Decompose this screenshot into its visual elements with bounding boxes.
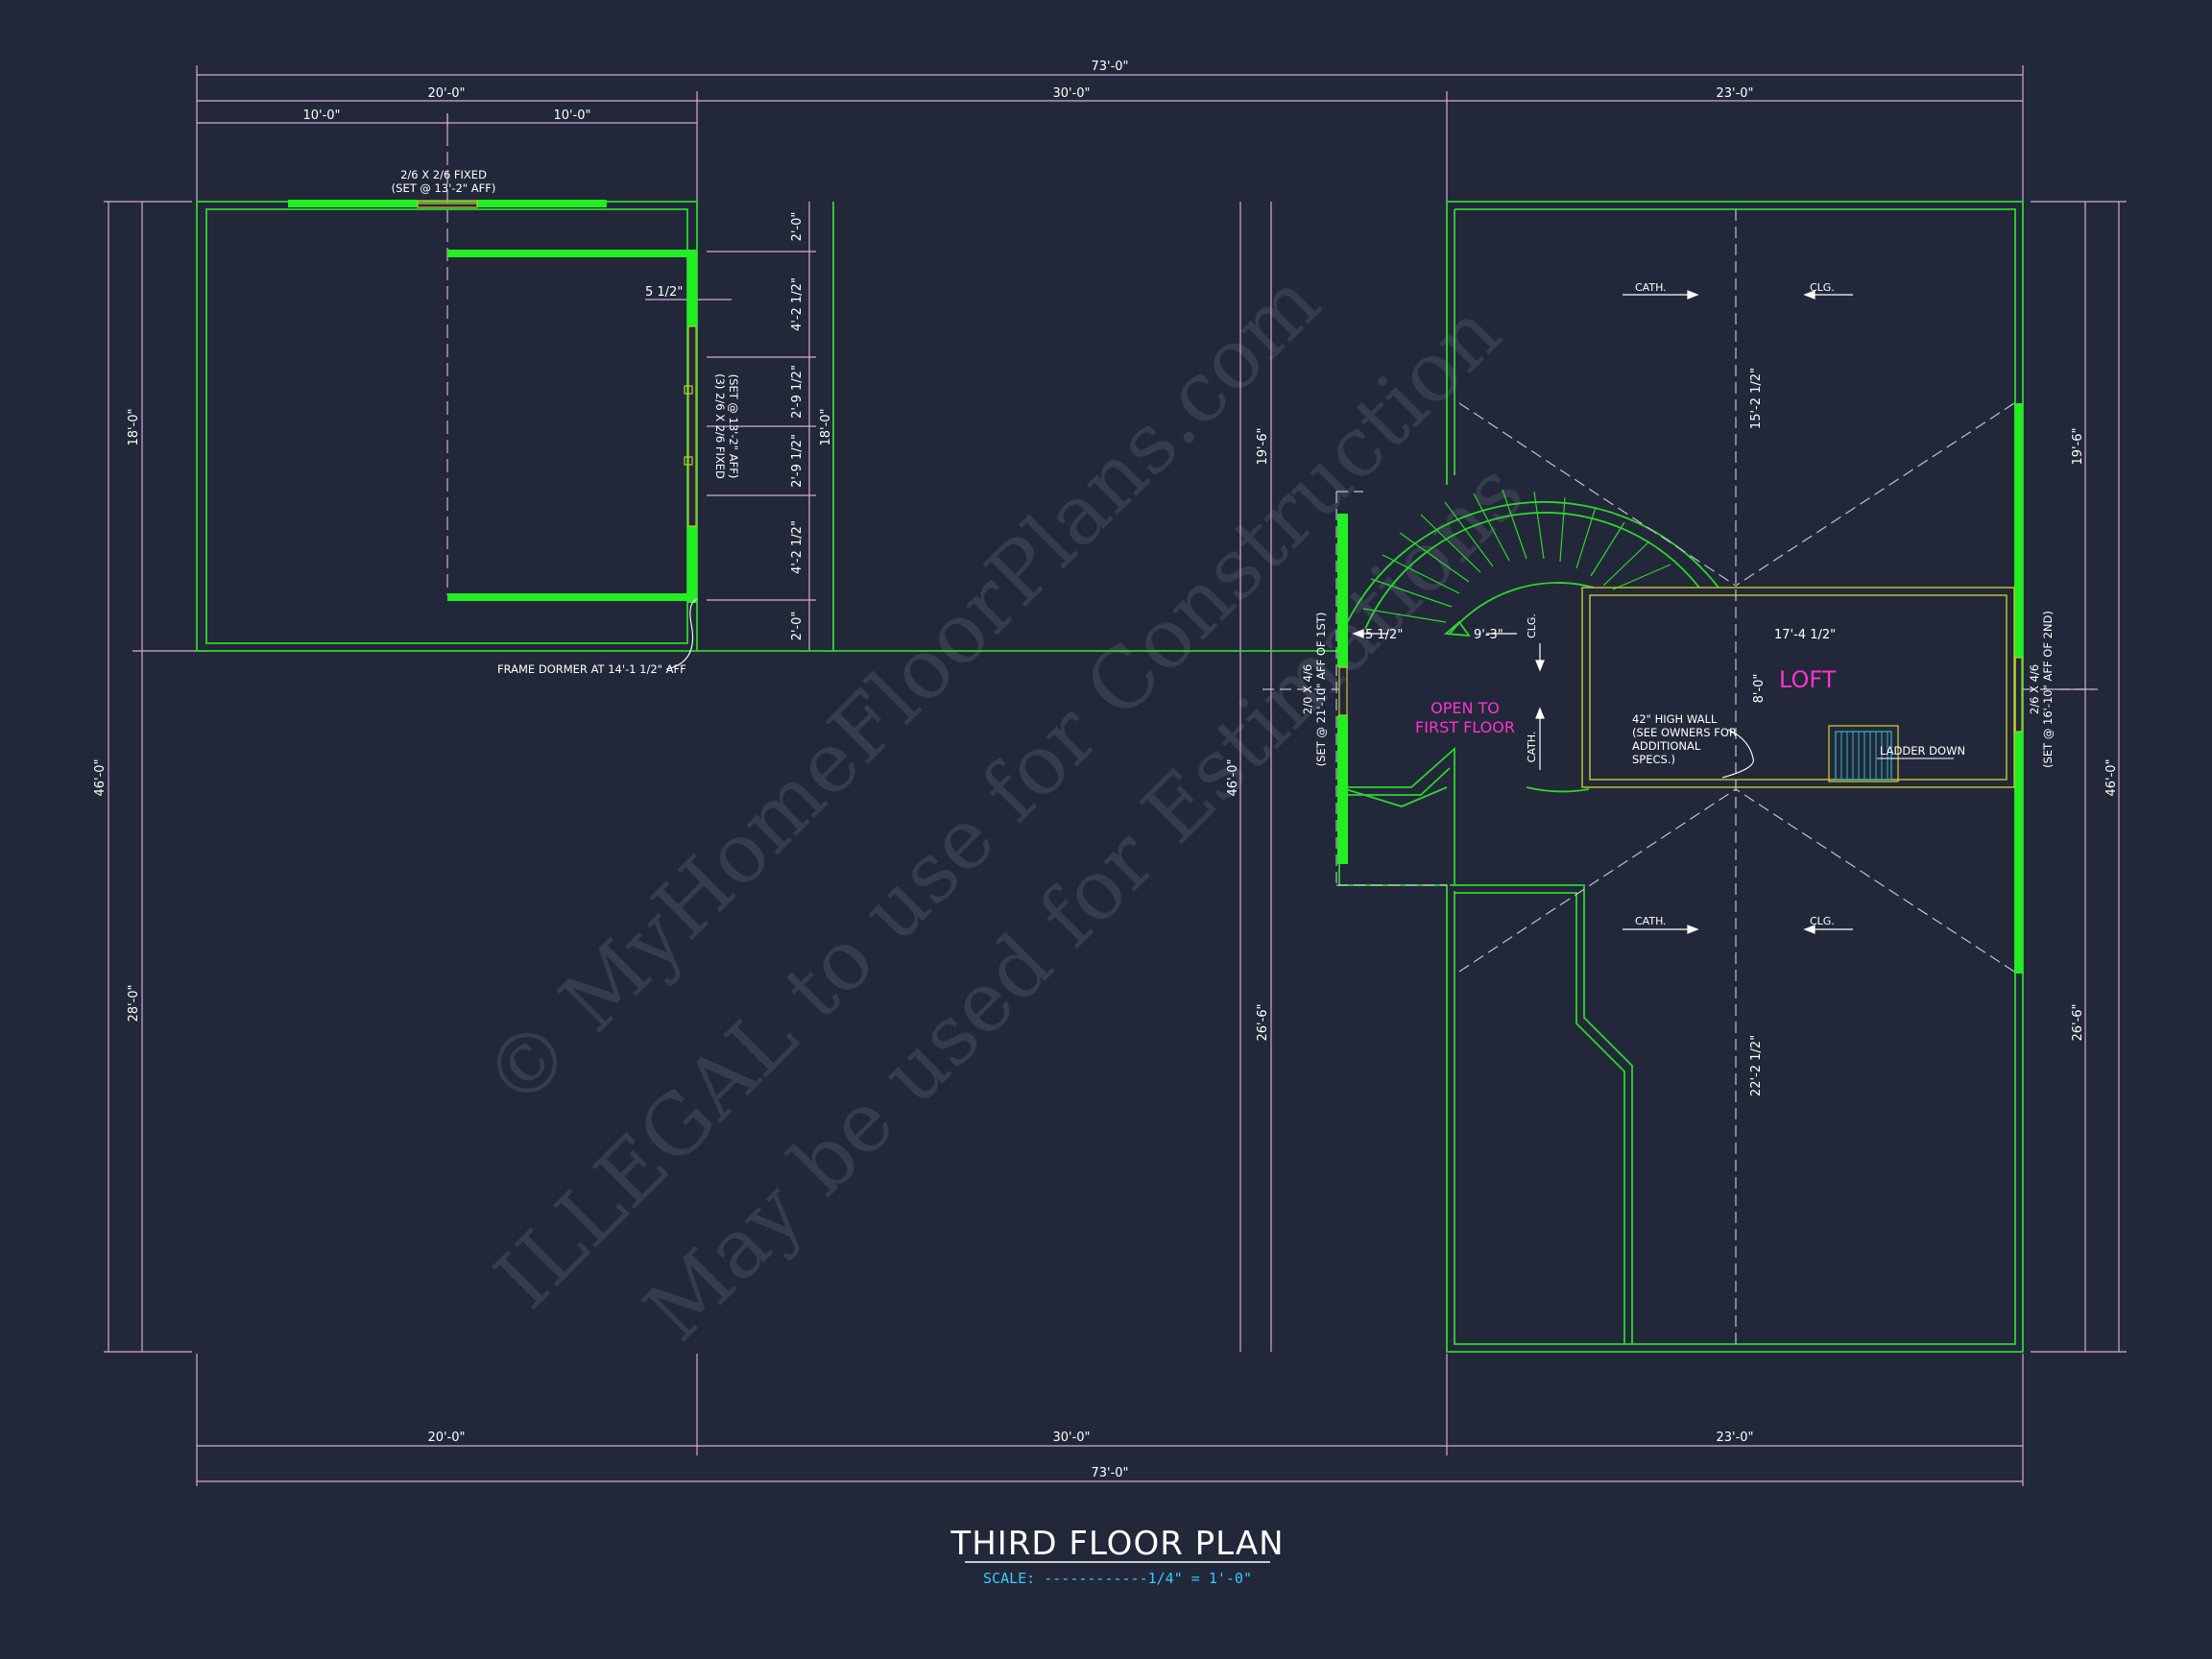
dim-dormer-seg-2: 4'-2 1/2": [790, 277, 805, 331]
dim-left-upper: 18'-0": [127, 408, 141, 445]
annotations: 2/6 X 2/6 FIXED (SET @ 13'-2" AFF) (3) 2…: [392, 168, 2055, 768]
note-wall-4: SPECS.): [1632, 753, 1675, 766]
dim-mid-overall: 46'-0": [1226, 758, 1240, 796]
dim-dormer-seg-6: 2'-0": [790, 612, 805, 641]
tag-clg-stair: CLG.: [1526, 613, 1538, 638]
dimension-lines: [104, 65, 2127, 1486]
dim-top-right: 23'-0": [1716, 86, 1753, 101]
dim-bottom-mid: 30'-0": [1052, 1431, 1090, 1445]
tag-clg-lower: CLG.: [1810, 915, 1835, 927]
plan-title: THIRD FLOOR PLAN: [950, 1525, 1284, 1563]
watermark: © MyHomeFloorPlans.com ILLEGAL to use fo…: [466, 254, 1542, 1359]
dim-bottom-right: 23'-0": [1716, 1431, 1753, 1445]
label-loft: LOFT: [1779, 666, 1837, 693]
dim-dormer-height: 18'-0": [819, 408, 833, 445]
watermark-line-1: © MyHomeFloorPlans.com: [466, 254, 1338, 1127]
note-window-top-1: 2/6 X 2/6 FIXED: [400, 168, 487, 181]
dim-mid-upper: 19'-6": [1256, 427, 1270, 465]
dim-right-lower: 26'-6": [2071, 1003, 2085, 1041]
dim-ridge-upper: 15'-2 1/2": [1749, 368, 1764, 429]
dim-top-overall: 73'-0": [1091, 60, 1128, 74]
dim-dormer-seg-5: 4'-2 1/2": [790, 520, 805, 574]
thick-walls: [288, 200, 2023, 974]
watermark-line-3: May be used for Estimations: [627, 445, 1543, 1360]
note-wall-3: ADDITIONAL: [1632, 739, 1701, 753]
dim-dormer-seg-4: 2'-9 1/2": [790, 434, 805, 488]
dim-wall-thickness: 5 1/2": [645, 285, 683, 300]
note-window-side-2: (SET @ 13'-2" AFF): [727, 374, 740, 479]
dim-dormer-seg-1: 2'-0": [790, 212, 805, 242]
dim-top-left: 20'-0": [427, 86, 465, 101]
plan-scale: SCALE: ------------1/4" = 1'-0": [983, 1570, 1252, 1587]
dim-top-mid: 30'-0": [1052, 86, 1090, 101]
tag-cath-stair: CATH.: [1526, 732, 1538, 763]
loft-outline: [1581, 587, 2015, 788]
dim-dormer-seg-3: 2'-9 1/2": [790, 365, 805, 419]
dim-top-sub-b: 10'-0": [553, 108, 590, 123]
note-window-top-2: (SET @ 13'-2" AFF): [392, 181, 496, 195]
note-wall-1: 42" HIGH WALL: [1632, 712, 1718, 726]
note-win-right-2: (SET @ 16'-10" AFF OF 2ND): [2041, 611, 2055, 768]
note-win-left-1: 2/0 X 4/6: [1301, 664, 1314, 714]
dim-bottom-overall: 73'-0": [1091, 1466, 1128, 1480]
dimension-text: 73'-0" 20'-0" 30'-0" 23'-0" 10'-0" 10'-0…: [93, 60, 2119, 1480]
ladder-down-symbol: [1828, 725, 1954, 782]
dim-mid-lower: 26'-6": [1256, 1003, 1270, 1041]
tag-cath-upper: CATH.: [1635, 281, 1667, 294]
tag-clg-upper: CLG.: [1810, 281, 1835, 294]
label-open-to-2: FIRST FLOOR: [1415, 718, 1515, 736]
title-block: THIRD FLOOR PLAN SCALE: ------------1/4"…: [950, 1525, 1284, 1587]
room-labels: OPEN TO FIRST FLOOR LOFT: [1415, 666, 1837, 736]
dim-stair-wall: 5 1/2": [1365, 628, 1403, 642]
roof-hip-lines: [1262, 209, 2093, 1344]
tag-cath-lower: CATH.: [1635, 915, 1667, 927]
dim-left-overall: 46'-0": [93, 758, 108, 796]
note-wall-2: (SEE OWNERS FOR: [1632, 726, 1737, 739]
dim-right-upper: 19'-6": [2071, 427, 2085, 465]
dim-right-overall: 46'-0": [2104, 758, 2119, 796]
arrows: [1352, 290, 1853, 934]
dim-stair-run: 9'-3": [1474, 628, 1503, 642]
note-window-side-1: (3) 2/6 X 2/6 FIXED: [713, 373, 727, 479]
dim-left-lower: 28'-0": [127, 984, 141, 1022]
window-symbols: [417, 200, 2023, 733]
dim-loft-width: 17'-4 1/2": [1774, 628, 1836, 642]
stair-treads: [1362, 489, 1671, 623]
note-ladder: LADDER DOWN: [1880, 744, 1965, 757]
dim-bottom-left: 20'-0": [427, 1431, 465, 1445]
watermark-line-2: ILLEGAL to use for Construction: [477, 285, 1520, 1328]
ceiling-tags: CATH. CLG. CATH. CLG. CLG. CATH.: [1526, 281, 1835, 927]
leader-lines: [665, 598, 1754, 779]
note-win-right-1: 2/6 X 4/6: [2028, 664, 2041, 714]
dim-loft-depth: 8'-0": [1752, 674, 1767, 704]
note-win-left-2: (SET @ 21'-10" AFF OF 1ST): [1314, 613, 1328, 767]
dim-ridge-lower: 22'-2 1/2": [1749, 1035, 1764, 1096]
note-frame-dormer: FRAME DORMER AT 14'-1 1/2" AFF: [497, 662, 686, 676]
label-open-to-1: OPEN TO: [1431, 699, 1500, 717]
dim-top-sub-a: 10'-0": [302, 108, 340, 123]
